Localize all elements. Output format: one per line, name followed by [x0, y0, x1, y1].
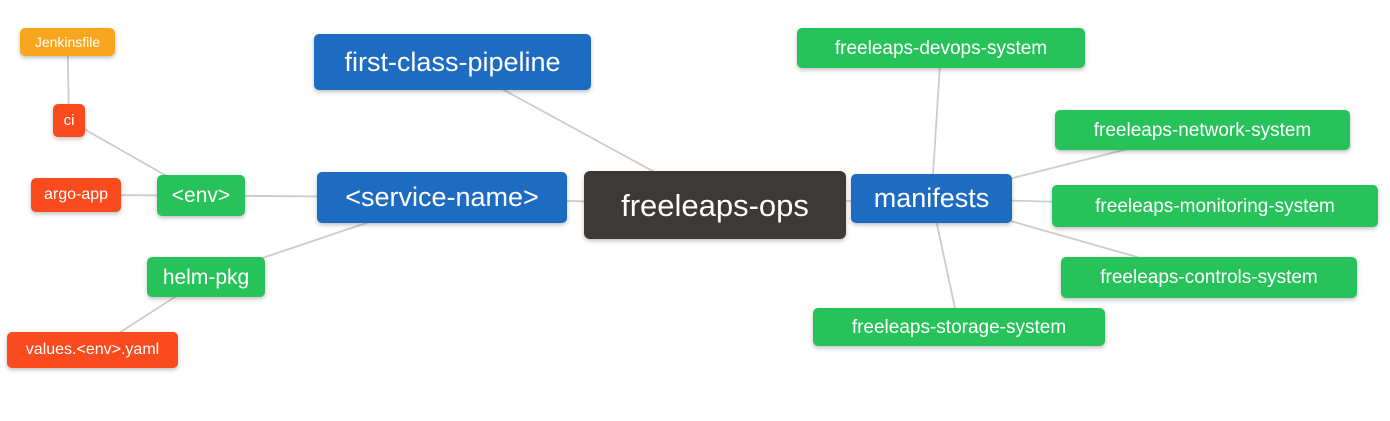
node-manifests[interactable]: manifests	[851, 174, 1012, 223]
node-freeleaps-monitoring-system[interactable]: freeleaps-monitoring-system	[1052, 185, 1378, 227]
node-values-env-yaml[interactable]: values.<env>.yaml	[7, 332, 178, 368]
node-freeleaps-devops-system[interactable]: freeleaps-devops-system	[797, 28, 1085, 68]
node-jenkinsfile[interactable]: Jenkinsfile	[20, 28, 115, 56]
node-service-name[interactable]: <service-name>	[317, 172, 567, 223]
node-ci[interactable]: ci	[53, 104, 85, 137]
node-freeleaps-storage-system[interactable]: freeleaps-storage-system	[813, 308, 1105, 346]
node-freeleaps-ops[interactable]: freeleaps-ops	[584, 171, 846, 239]
node-argo-app[interactable]: argo-app	[31, 178, 121, 212]
node-helm-pkg[interactable]: helm-pkg	[147, 257, 265, 297]
node-first-class-pipeline[interactable]: first-class-pipeline	[314, 34, 591, 90]
node-freeleaps-controls-system[interactable]: freeleaps-controls-system	[1061, 257, 1357, 298]
node-freeleaps-network-system[interactable]: freeleaps-network-system	[1055, 110, 1350, 150]
node-env[interactable]: <env>	[157, 175, 245, 216]
